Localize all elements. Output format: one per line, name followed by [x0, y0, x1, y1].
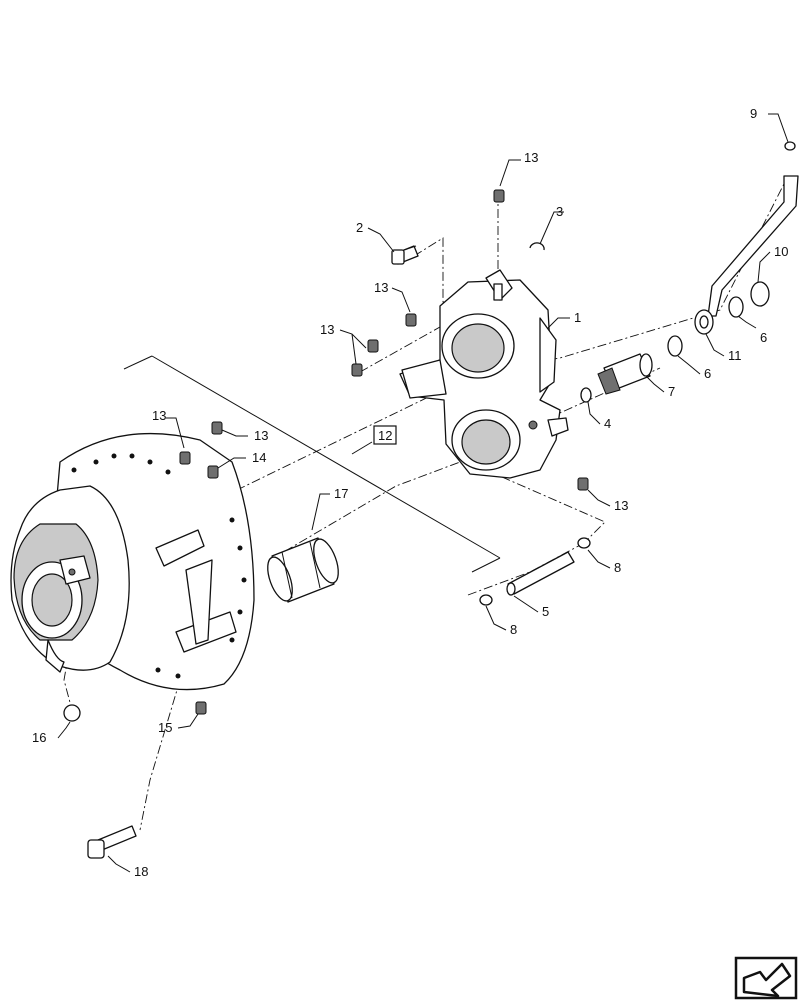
dowel-ball [63, 704, 81, 722]
o-ring [580, 387, 592, 403]
assembly-frame [123, 355, 501, 573]
sealing-washer-1 [667, 335, 683, 357]
label-9: 9 [750, 106, 757, 121]
label-13: 13 [524, 150, 538, 165]
label-8: 8 [510, 622, 517, 637]
reference-callout[interactable]: 12 [373, 425, 397, 445]
label-6: 6 [760, 330, 767, 345]
pin [506, 551, 575, 596]
label-13: 13 [320, 322, 334, 337]
oil-pipe [694, 141, 799, 335]
label-18: 18 [134, 864, 148, 879]
label-13: 13 [614, 498, 628, 513]
ring-8a [479, 594, 493, 606]
label-13: 13 [254, 428, 268, 443]
label-16: 16 [32, 730, 46, 745]
navigation-arrow-icon[interactable] [734, 956, 798, 1000]
snap-ring [529, 242, 545, 251]
label-6: 6 [704, 366, 711, 381]
callout-labels: 13 3 2 13 13 1 9 10 6 11 6 7 4 13 8 5 8 … [32, 106, 788, 879]
label-2: 2 [356, 220, 363, 235]
label-3: 3 [556, 204, 563, 219]
label-10: 10 [774, 244, 788, 259]
fitting [597, 353, 653, 395]
label-15: 15 [158, 720, 172, 735]
label-1: 1 [574, 310, 581, 325]
label-8: 8 [614, 560, 621, 575]
label-4: 4 [604, 416, 611, 431]
reference-callout-label: 12 [378, 428, 392, 443]
support-bracket [399, 269, 569, 479]
label-7: 7 [668, 384, 675, 399]
label-14: 14 [252, 450, 266, 465]
label-13: 13 [152, 408, 166, 423]
nut [750, 281, 770, 307]
bushing [267, 537, 339, 603]
label-5: 5 [542, 604, 549, 619]
long-bolt [87, 825, 137, 859]
label-13: 13 [374, 280, 388, 295]
sealing-washer-2 [728, 296, 744, 318]
ring-8b [577, 537, 591, 549]
label-17: 17 [334, 486, 348, 501]
set-screws [179, 189, 589, 715]
axle-housing [10, 432, 255, 691]
leader-lines [57, 113, 789, 873]
bolt [391, 245, 419, 265]
label-11: 11 [728, 348, 742, 363]
